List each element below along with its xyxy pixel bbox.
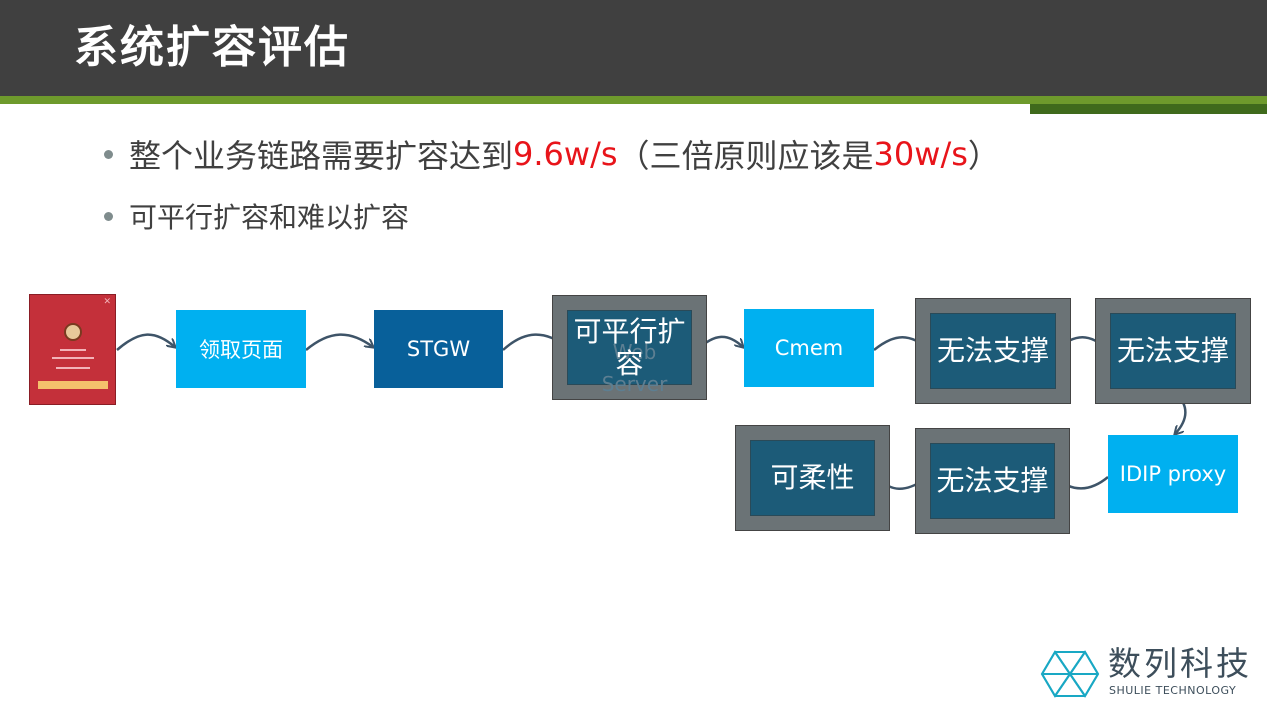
bullet-text: ） (967, 137, 1000, 175)
node-unsupported-2-inner: 无法支撑 (1110, 313, 1236, 389)
node-idip-proxy: IDIP proxy (1108, 435, 1238, 513)
bullet-dot-icon (104, 149, 113, 159)
phone-screenshot: ✕ (29, 294, 116, 405)
bullet-text: 可平行扩容和难以扩容 (129, 201, 410, 234)
node-landing-page: 领取页面 (176, 310, 306, 388)
slide-title: 系统扩容评估 (74, 22, 350, 73)
bullet-text: （三倍原则应该是 (617, 137, 874, 175)
node-stgw: STGW (374, 310, 503, 388)
logo-name-en: SHULIE TECHNOLOGY (1109, 684, 1237, 697)
node-flexible: 可柔性 (735, 425, 890, 531)
node-unsupported-1: 无法支撑 (915, 298, 1071, 404)
avatar-icon (64, 323, 82, 341)
bullet-item-scaling: 可平行扩容和难以扩容 (104, 196, 1000, 236)
header-accent-tab (1030, 104, 1267, 114)
node-unsupported-1-inner: 无法支撑 (930, 313, 1056, 389)
bullet-text: 整个业务链路需要扩容达到 (129, 137, 514, 175)
node-unsupported-3-inner: 无法支撑 (930, 443, 1055, 519)
header-accent-bar (0, 96, 1267, 104)
node-web-server: Web Server 可平行扩容 (552, 295, 707, 400)
highlight-value: 30w/s (873, 135, 968, 173)
claim-button-graphic (38, 381, 108, 389)
shulie-logo-icon (1040, 650, 1100, 698)
node-flexible-inner: 可柔性 (750, 440, 875, 516)
arrow-phone-to-landing (116, 333, 175, 351)
node-unsupported-2: 无法支撑 (1095, 298, 1251, 404)
node-unsupported-3: 无法支撑 (915, 428, 1070, 534)
node-web-server-underlying-label: Web Server (601, 340, 668, 396)
node-web-server-inner: Web Server 可平行扩容 (567, 310, 692, 396)
slide-header: 系统扩容评估 (0, 0, 1267, 96)
node-cmem: Cmem (744, 309, 874, 387)
arrow-landing-to-stgw (305, 333, 373, 351)
close-icon: ✕ (103, 297, 111, 307)
highlight-value: 9.6w/s (513, 135, 618, 173)
logo-name-cn: 数列科技 (1108, 644, 1252, 683)
bullet-dot-icon (104, 211, 113, 221)
node-web-server-label: 可平行扩容 (573, 314, 686, 380)
